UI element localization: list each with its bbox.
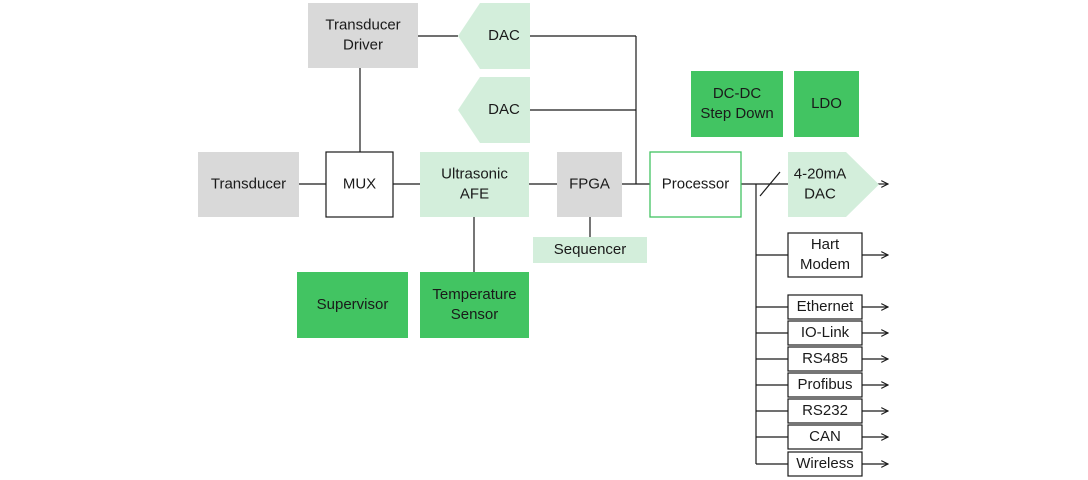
- label-line: Transducer: [325, 16, 400, 33]
- label-line: Step Down: [700, 105, 773, 122]
- rs485-label: RS485: [802, 350, 848, 367]
- label-line: Temperature: [432, 286, 516, 303]
- label-line: Sensor: [451, 306, 499, 323]
- label-line: Wireless: [796, 455, 854, 472]
- io-link-block: IO-Link: [787, 320, 863, 346]
- fpga-block: FPGA: [557, 152, 622, 217]
- supervisor-label: Supervisor: [317, 296, 389, 313]
- current-dac-block: 4-20mA DAC: [788, 152, 879, 217]
- dac-middle-label: DAC: [488, 101, 520, 118]
- wireless-block: Wireless: [787, 451, 863, 477]
- label-line: DC-DC: [713, 85, 761, 102]
- label-line: 4-20mA: [794, 165, 847, 182]
- label-line: RS485: [802, 350, 848, 367]
- processor-block: Processor: [649, 151, 742, 218]
- supervisor-block: Supervisor: [297, 272, 408, 338]
- label-line: IO-Link: [801, 324, 850, 341]
- label-line: DAC: [488, 101, 520, 118]
- label-line: Profibus: [797, 376, 852, 393]
- label-line: CAN: [809, 428, 841, 445]
- label-line: AFE: [460, 185, 489, 202]
- label-line: Driver: [343, 36, 383, 53]
- label-line: RS232: [802, 402, 848, 419]
- processor-label: Processor: [662, 175, 730, 192]
- label-line: FPGA: [569, 175, 610, 192]
- rs232-label: RS232: [802, 402, 848, 419]
- ldo-block: LDO: [794, 71, 859, 137]
- label-line: Ultrasonic: [441, 165, 508, 182]
- sequencer-label: Sequencer: [554, 241, 627, 258]
- label-line: DAC: [804, 185, 836, 202]
- label-line: DAC: [488, 27, 520, 44]
- wireless-label: Wireless: [796, 455, 854, 472]
- mux-label: MUX: [343, 175, 376, 192]
- dcdc-step-down-block: DC-DC Step Down: [691, 71, 783, 137]
- dac-top-label: DAC: [488, 27, 520, 44]
- ethernet-label: Ethernet: [797, 298, 855, 315]
- label-line: Supervisor: [317, 296, 389, 313]
- transducer-block: Transducer: [198, 152, 299, 217]
- can-block: CAN: [787, 424, 863, 450]
- can-label: CAN: [809, 428, 841, 445]
- dac-middle-block: DAC: [458, 77, 530, 143]
- transducer-label: Transducer: [211, 175, 286, 192]
- label-line: Modem: [800, 256, 850, 273]
- profibus-block: Profibus: [787, 372, 863, 398]
- sequencer-block: Sequencer: [533, 237, 647, 263]
- label-line: Processor: [662, 175, 730, 192]
- connections: [299, 35, 788, 465]
- fpga-label: FPGA: [569, 175, 610, 192]
- output-arrows: [862, 184, 888, 464]
- label-line: Sequencer: [554, 241, 627, 258]
- label-line: MUX: [343, 175, 376, 192]
- bus-slash: [759, 171, 781, 197]
- label-line: LDO: [811, 95, 842, 112]
- ldo-label: LDO: [811, 95, 842, 112]
- profibus-label: Profibus: [797, 376, 852, 393]
- label-line: Ethernet: [797, 298, 855, 315]
- rs232-block: RS232: [787, 398, 863, 424]
- io-link-label: IO-Link: [801, 324, 850, 341]
- ethernet-block: Ethernet: [787, 294, 863, 320]
- label-line: Hart: [811, 236, 840, 253]
- dac-top-block: DAC: [458, 3, 530, 69]
- dcdc-label: DC-DC Step Down: [700, 85, 773, 122]
- label-line: Transducer: [211, 175, 286, 192]
- rs485-block: RS485: [787, 346, 863, 372]
- mux-block: MUX: [325, 151, 394, 218]
- current-dac-label: 4-20mA DAC: [794, 165, 847, 202]
